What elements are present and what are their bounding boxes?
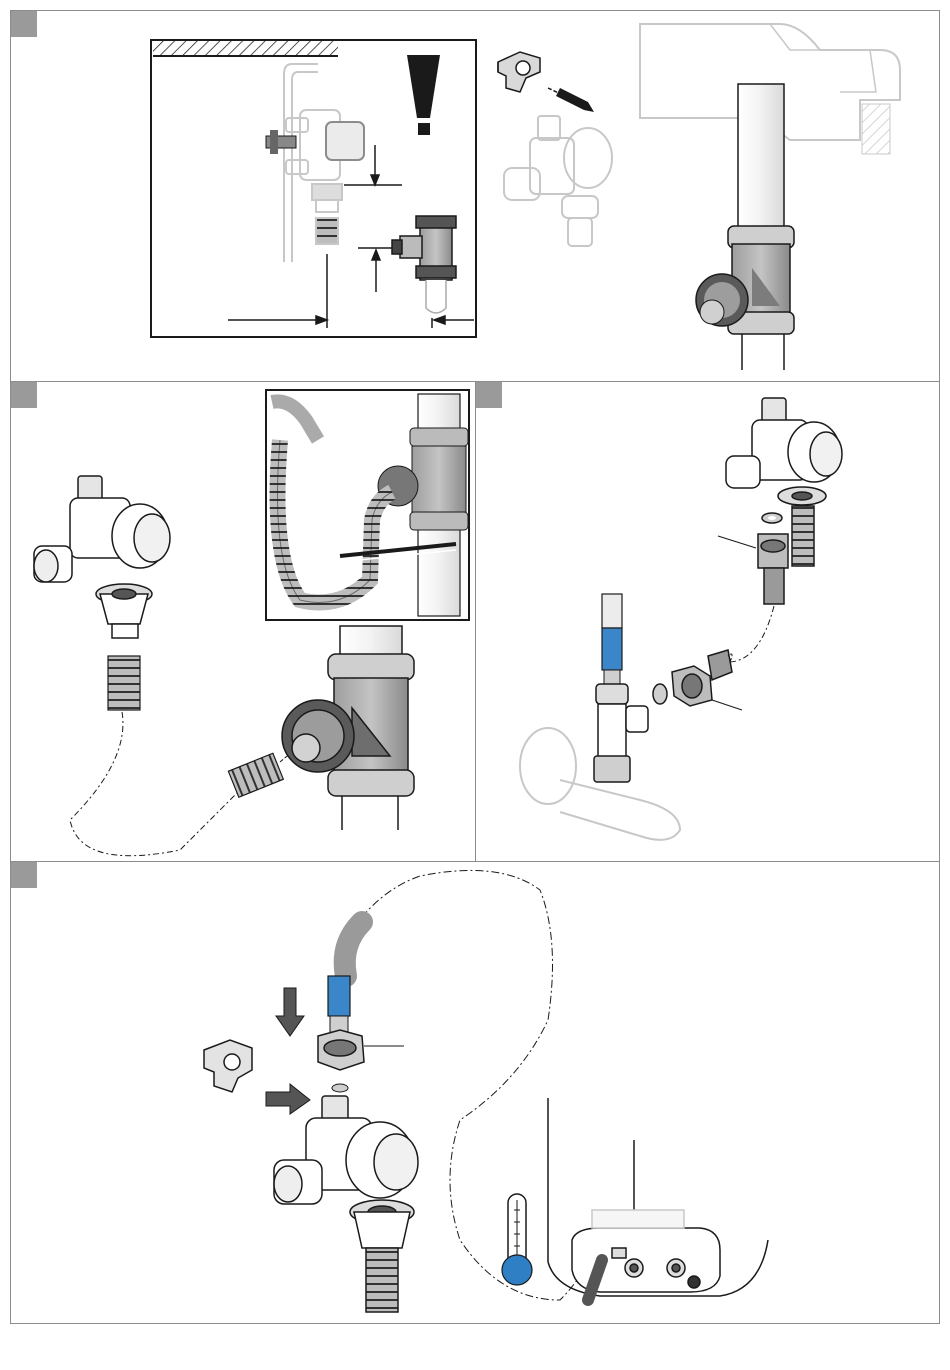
step-1-dimension-inset <box>151 40 476 337</box>
washer <box>762 513 782 523</box>
screw-icon <box>548 88 594 112</box>
hose-nut <box>758 534 788 604</box>
union-nut <box>672 650 732 706</box>
water-heater <box>548 1098 768 1300</box>
wall-bracket-clip-icon <box>498 52 540 92</box>
valve-assembly <box>34 476 170 638</box>
hose-nut-4 <box>318 1030 364 1070</box>
arrow-down-icon <box>276 988 304 1036</box>
drain-tee-2 <box>282 626 414 830</box>
corrugated-connector-2 <box>228 753 283 797</box>
valve-ghost <box>504 116 612 246</box>
supply-hose-4 <box>328 922 362 1032</box>
step-2-hose-inset <box>266 390 469 620</box>
washer-4 <box>332 1084 348 1092</box>
corrugated-connector <box>108 656 140 710</box>
sink-and-drain <box>640 24 900 370</box>
angle-stop-valve <box>520 684 680 840</box>
supply-hose <box>602 594 622 684</box>
wall-bracket-clip-icon-4 <box>204 1040 252 1092</box>
thermometer-icon <box>502 1194 532 1285</box>
arrow-right-icon <box>266 1084 310 1114</box>
route-line <box>70 712 240 856</box>
valve-assembly-4 <box>274 1096 418 1312</box>
washer-2 <box>653 684 667 704</box>
